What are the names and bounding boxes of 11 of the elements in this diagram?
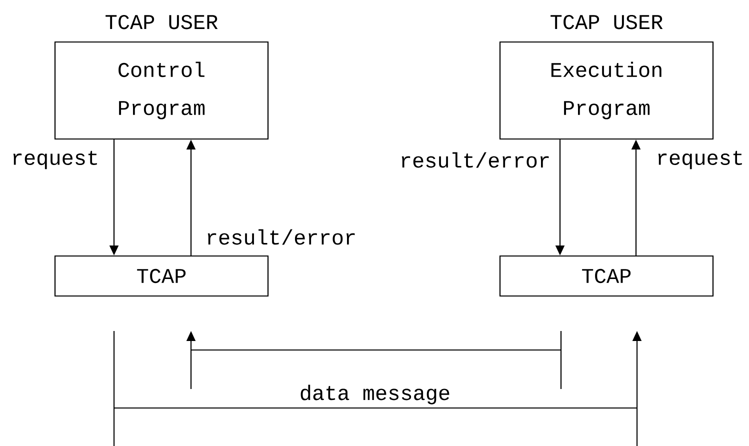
tcap-box: TCAP <box>499 255 714 297</box>
program-box: TCAP USER Execution Program <box>499 14 714 140</box>
program-box: TCAP USER Control Program <box>54 14 269 140</box>
tcap-box: TCAP <box>54 255 269 297</box>
node-label: TCAP USER <box>550 14 663 30</box>
edge-label: result/error <box>204 228 358 246</box>
node-label: TCAP USER <box>106 14 218 30</box>
edge-label: request <box>654 150 746 170</box>
edge-label: request <box>10 150 100 170</box>
message-label: data message <box>300 384 450 404</box>
edge-label: result/error <box>398 151 552 169</box>
